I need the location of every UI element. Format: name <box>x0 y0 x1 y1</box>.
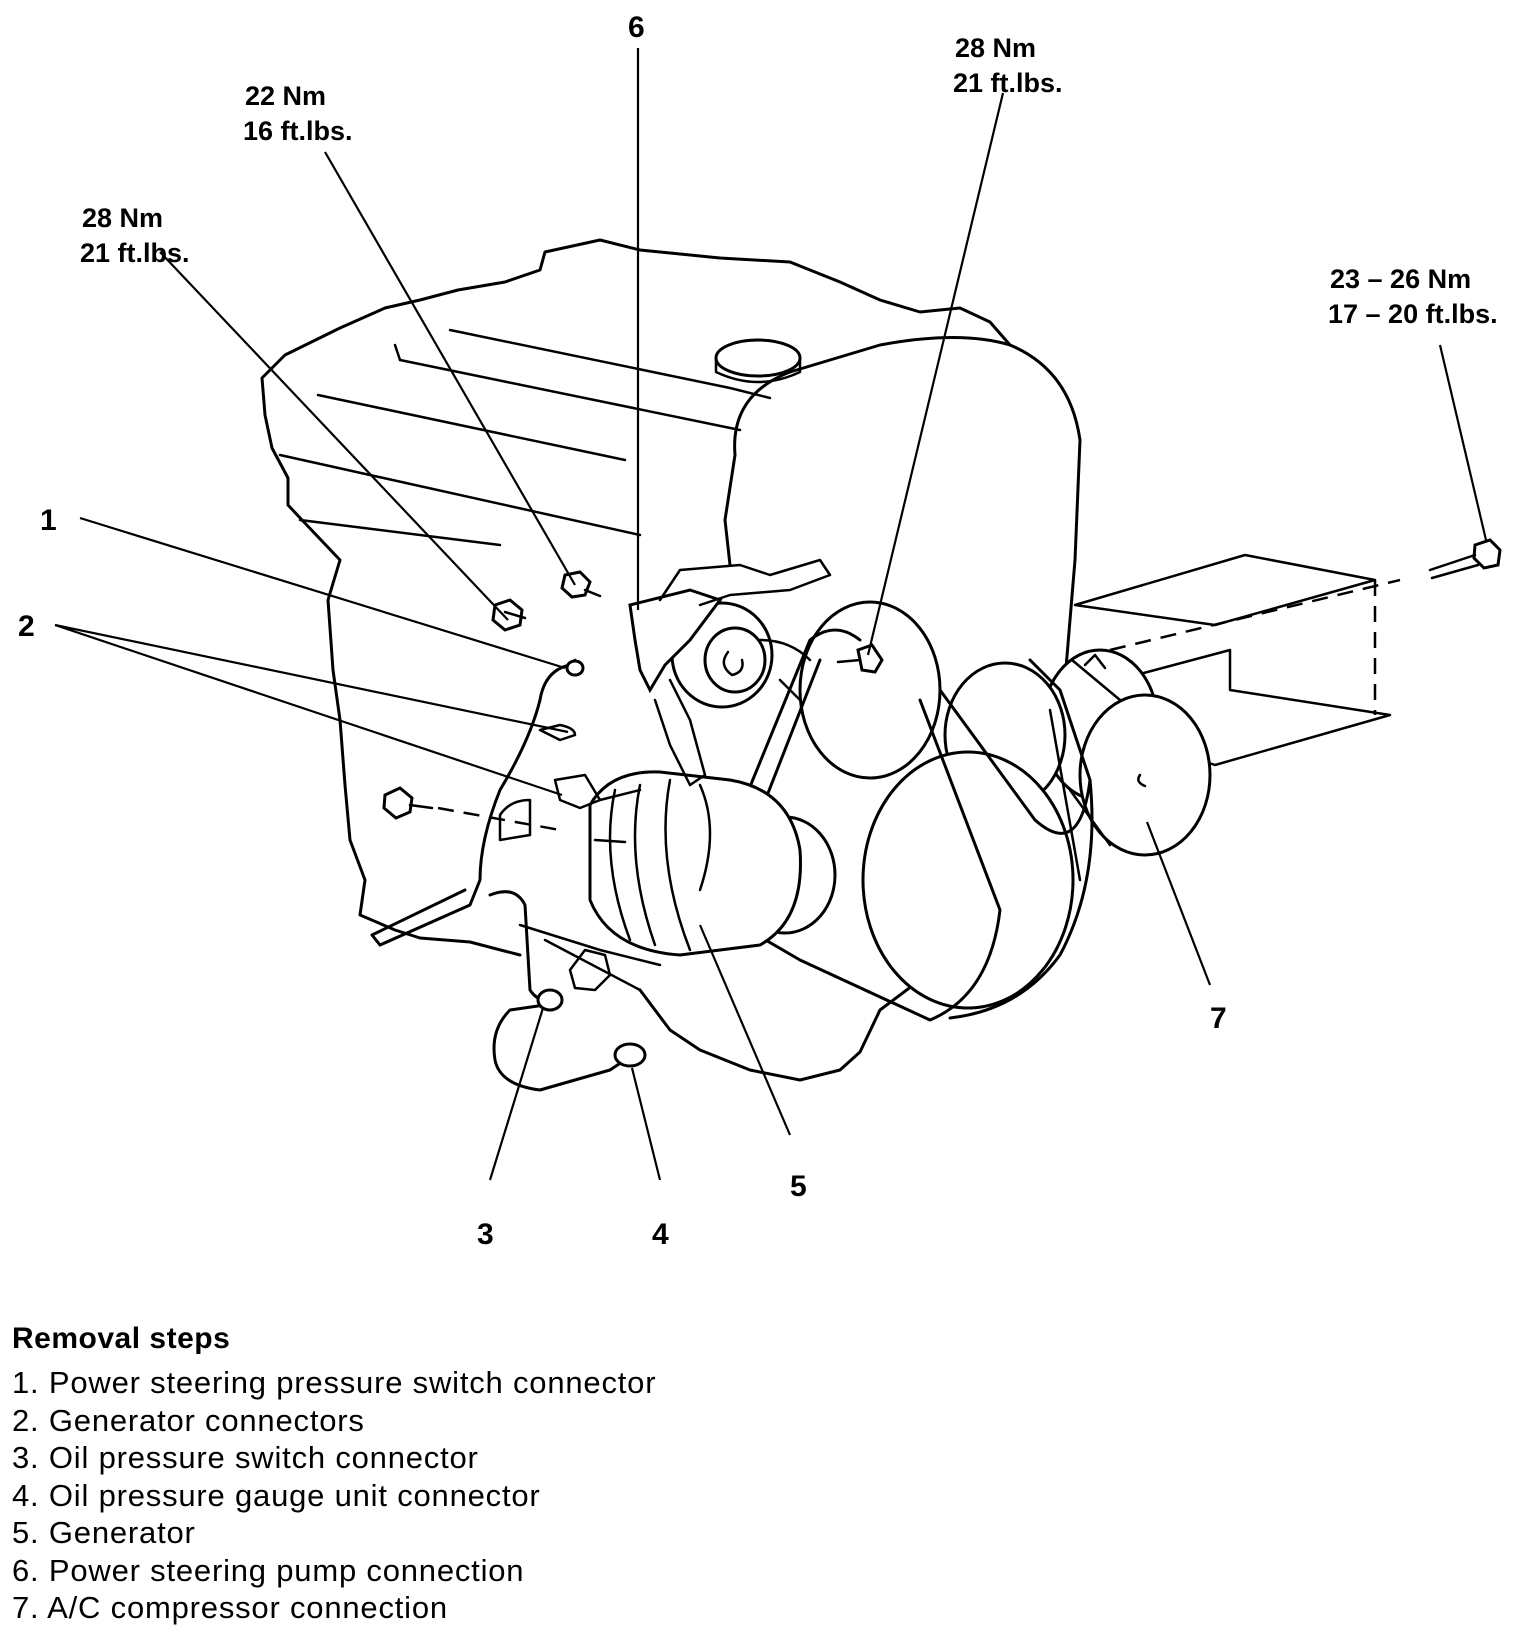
leader-torque-right <box>1438 344 1488 541</box>
callout-5: 5 <box>790 1170 807 1203</box>
leader-2a <box>54 623 569 734</box>
torque-right-ftlbs: 17 – 20 ft.lbs. <box>1328 299 1498 329</box>
power-steering-pump <box>628 558 832 787</box>
leader-lines <box>54 48 1488 1181</box>
leader-3 <box>488 1007 545 1181</box>
bolt-upper <box>560 570 602 599</box>
legend-item: 3. Oil pressure switch connector <box>12 1440 479 1475</box>
torque-center-ftlbs: 21 ft.lbs. <box>953 68 1063 98</box>
leader-7 <box>1145 821 1212 986</box>
torque-upper-ftlbs: 16 ft.lbs. <box>243 116 353 146</box>
belts-pulleys <box>718 600 1094 1022</box>
legend-list: 1. Power steering pressure switch connec… <box>12 1364 912 1627</box>
generator <box>588 770 802 957</box>
compressor-bracket <box>1073 553 1401 767</box>
torque-upper-nm: 22 Nm <box>245 81 326 111</box>
legend-item: 2. Generator connectors <box>12 1402 365 1438</box>
legend-item: 1. Power steering pressure switch connec… <box>12 1365 657 1400</box>
callout-3: 3 <box>477 1218 494 1251</box>
callout-7: 7 <box>1210 1002 1227 1035</box>
timing-cover <box>723 336 1082 747</box>
ac-compressor <box>1040 648 1212 857</box>
bolt-right <box>1428 538 1502 580</box>
leader-torque-upper <box>324 151 576 586</box>
torque-left-ftlbs: 21 ft.lbs. <box>80 238 190 268</box>
callout-1: 1 <box>40 504 57 537</box>
legend-title: Removal steps <box>12 1322 231 1355</box>
legend: Removal steps 1. Power steering pressure… <box>12 1322 912 1627</box>
bolt-lower-left <box>382 786 561 832</box>
engine-block <box>260 238 1012 1082</box>
callout-6: 6 <box>628 11 645 44</box>
legend-item: 4. Oil pressure gauge unit connector <box>12 1477 541 1513</box>
leader-4 <box>630 1067 662 1181</box>
engine-diagram: 1 2 3 4 5 6 7 28 Nm 21 ft.lbs. 22 Nm 16 … <box>18 11 1502 1251</box>
torque-center-nm: 28 Nm <box>955 33 1036 63</box>
leader-1 <box>79 516 566 670</box>
torque-right-nm: 23 – 26 Nm <box>1330 264 1471 294</box>
wiring-harness <box>370 658 647 1092</box>
leader-torque-center <box>866 92 1005 656</box>
bolts <box>382 538 1502 832</box>
legend-item: 5. Generator <box>12 1515 196 1550</box>
leader-5 <box>698 924 792 1136</box>
bolt-left <box>491 598 527 632</box>
callout-4: 4 <box>652 1218 669 1251</box>
leader-torque-left <box>159 251 509 621</box>
leader-2b <box>54 623 563 797</box>
torque-left-nm: 28 Nm <box>82 203 163 233</box>
legend-item: 7. A/C compressor connection <box>12 1590 448 1625</box>
callout-2: 2 <box>18 610 35 643</box>
legend-item: 6. Power steering pump connection <box>12 1552 525 1588</box>
